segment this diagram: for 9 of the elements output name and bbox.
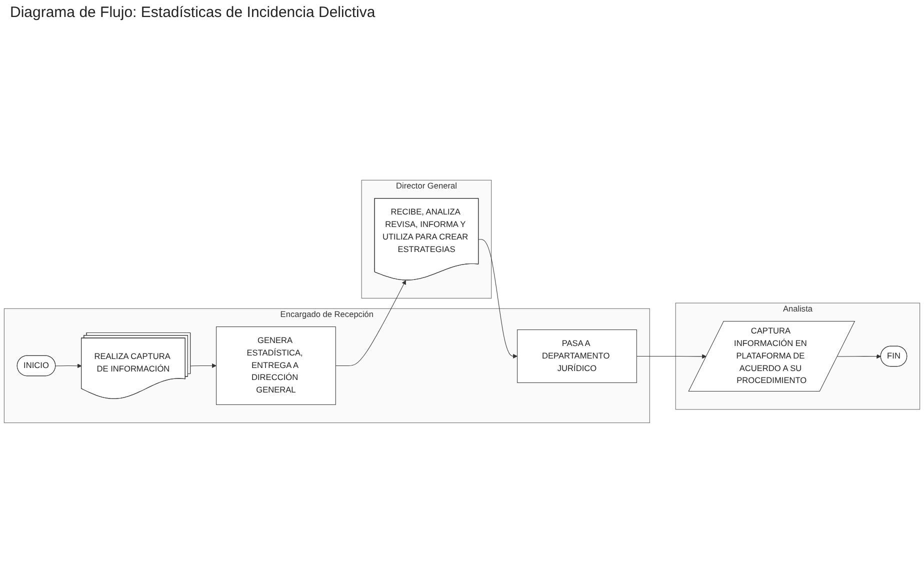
arrow (636, 354, 707, 358)
arrow (335, 280, 406, 366)
arrow (837, 354, 882, 358)
node-box: GENERA ESTADÍSTICA, ENTREGA A DIRECCIÓN GENERAL (216, 326, 336, 404)
arrow (190, 362, 216, 368)
diagram-title: Diagrama de Flujo: Estadísticas de Incidencia Delictiva (10, 4, 376, 21)
arrow (55, 363, 82, 368)
arrow (478, 238, 518, 358)
node-box: PASA A DEPARTAMENTO JURÍDICO (517, 329, 637, 382)
